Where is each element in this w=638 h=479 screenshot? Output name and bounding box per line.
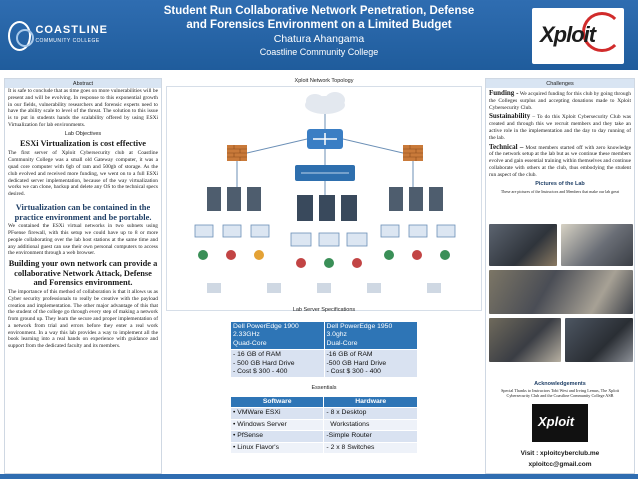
center-host-group — [290, 195, 368, 268]
ess-row: - 8 x Desktop — [323, 407, 418, 420]
spec-header-2: Dell PowerEdge 1950 3.0ghz Dual-Core — [323, 320, 418, 351]
esxi-text: The first server of Xploit Cybersecurity… — [8, 150, 158, 198]
lab-photo-4 — [489, 318, 561, 362]
lab-photo-3 — [489, 270, 633, 314]
firewall-right-icon — [403, 145, 423, 161]
coastline-logo-text: COASTLINE — [35, 24, 108, 36]
ess-row: Workstations — [323, 418, 418, 432]
contained-text: We contained the ESXi virtual networks i… — [8, 223, 158, 257]
lab-objectives-heading: Lab Objectives — [64, 130, 102, 137]
funding-text: Funding - We acquired funding for this c… — [489, 89, 631, 111]
poster-author: Chatura Ahangama — [273, 33, 365, 45]
lab-photo-5 — [565, 318, 633, 362]
ess-header-hardware: Hardware — [323, 395, 418, 409]
ess-row: • Windows Server — [229, 418, 325, 432]
technical-text: Technical – Most members started off wit… — [489, 142, 632, 178]
lab-photo-2 — [561, 224, 633, 266]
coastline-logo: COASTLINE COMMUNITY COLLEGE — [8, 18, 108, 54]
topology-svg — [194, 92, 456, 293]
ess-row: - 2 x 8 Switches — [323, 441, 418, 455]
abstract-heading: Abstract — [5, 79, 161, 88]
essentials-table: Software Hardware • VMWare ESXi - 8 x De… — [229, 395, 418, 455]
xploit-badge: Xploit — [532, 404, 588, 442]
ess-row: • PfSense — [229, 430, 325, 443]
email-link[interactable]: xploitcc@gmail.com — [528, 461, 592, 468]
poster-title: Student Run Collaborative Network Penetr… — [163, 5, 475, 31]
essentials-heading: Essentials — [311, 385, 337, 391]
xploit-logo: Xploit — [532, 8, 624, 64]
coastline-emblem-icon — [8, 21, 35, 51]
sustainability-text: Sustainability – To do this Xploit Cyber… — [489, 112, 631, 141]
ess-row: -Simple Router — [323, 430, 418, 443]
middle-column: Xploit Network Topology — [166, 78, 482, 474]
challenges-heading: Challenges — [486, 79, 634, 88]
acknowledgements-text: Special Thanks to Instructors Tobi West … — [501, 388, 619, 399]
poster-footer — [0, 474, 638, 479]
technical-label: Technical – — [489, 142, 524, 151]
esxi-heading: ESXi Virtualization is cost effective — [19, 138, 147, 148]
funding-label: Funding - — [489, 89, 519, 97]
build-text: The importance of this method of collabo… — [8, 288, 158, 350]
poster-college: Coastline Community College — [259, 47, 379, 57]
sustainability-label: Sustainability — [489, 112, 531, 121]
contained-heading: Virtualization can be contained in the p… — [14, 202, 152, 222]
ess-header-software: Software — [229, 395, 325, 409]
xploit-ring-icon — [582, 12, 622, 52]
router-icon — [307, 129, 343, 149]
network-topology-diagram — [166, 86, 482, 311]
pictures-caption: These are pictures of the Instructors an… — [500, 188, 620, 194]
abstract-text: It is safe to conclude that as time goes… — [8, 88, 158, 128]
left-column: Abstract It is safe to conclude that as … — [4, 78, 162, 474]
right-server-group — [380, 187, 456, 260]
lab-photos — [489, 224, 633, 364]
acknowledgements-heading: Acknowledgements — [486, 379, 634, 388]
xploit-badge-text: Xploit — [538, 414, 575, 429]
topology-heading: Xploit Network Topology — [294, 78, 354, 84]
right-column: Challenges Funding - We acquired funding… — [485, 78, 635, 474]
ess-row: • Linux Flavor's — [229, 441, 325, 455]
firewall-left-icon — [227, 145, 247, 161]
spec-cell-2: -16 GB of RAM -500 GB Hard Drive - Cost … — [323, 349, 418, 379]
ess-row: • VMWare ESXi — [229, 407, 325, 420]
server-specs-table: Dell PowerEdge 1900 2.33GHz Quad-Core De… — [230, 320, 418, 379]
cloud-icon — [305, 92, 345, 114]
pictures-heading: Pictures of the Lab — [486, 179, 634, 189]
spec-cell-1: - 16 GB of RAM - 500 GB Hard Drive - Cos… — [230, 349, 325, 379]
left-server-group — [194, 187, 270, 260]
poster-header: COASTLINE COMMUNITY COLLEGE Student Run … — [0, 0, 638, 70]
lab-photo-1 — [489, 224, 557, 266]
xploit-logo-text: Xploit — [540, 22, 596, 47]
spec-header-1: Dell PowerEdge 1900 2.33GHz Quad-Core — [230, 320, 325, 351]
workstation-row — [207, 283, 441, 293]
specs-heading: Lab Server Specifications — [292, 307, 356, 313]
switch-icon — [295, 165, 355, 181]
build-heading: Building your own network can provide a … — [8, 259, 158, 288]
visit-link[interactable]: Visit : xploitcyberclub.me — [520, 450, 600, 457]
coastline-logo-subtext: COMMUNITY COLLEGE — [35, 38, 100, 44]
